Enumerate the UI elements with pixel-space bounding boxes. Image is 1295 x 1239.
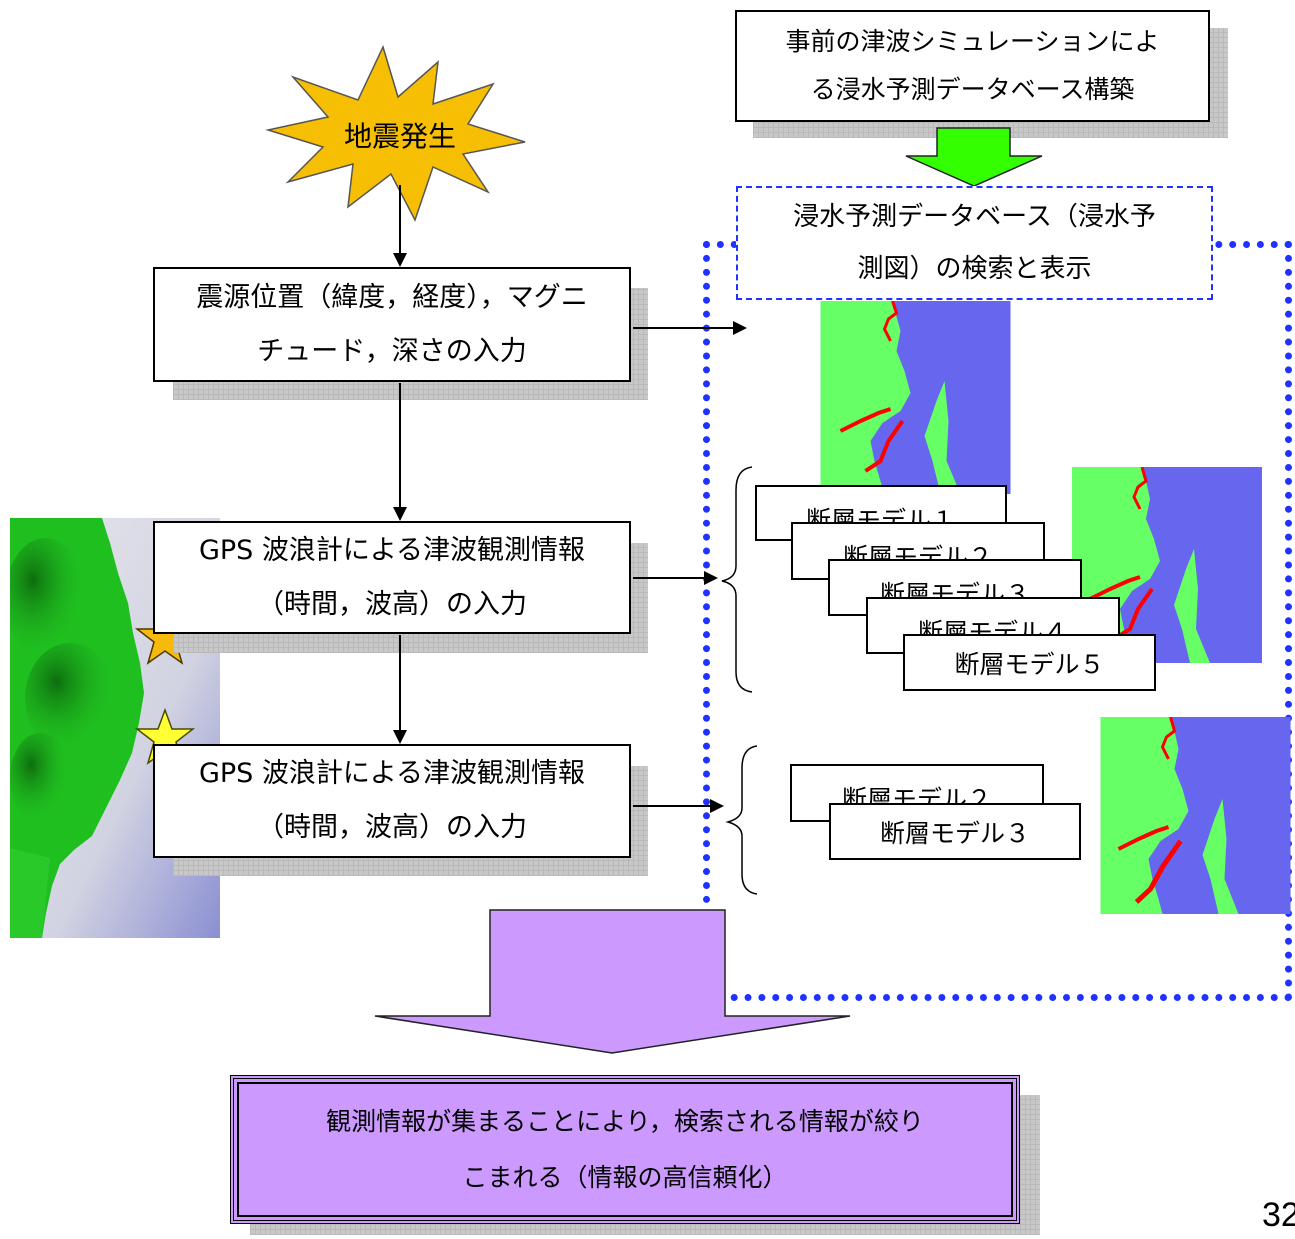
fault-model-3-b: 断層モデル３ xyxy=(829,803,1081,860)
inundation-map-1 xyxy=(820,301,1011,494)
result-down-arrow xyxy=(374,909,851,1054)
database-box-border xyxy=(736,186,1213,300)
step1-box: 震源位置（緯度，経度），マグニ チュード，深さの入力 xyxy=(153,267,631,382)
brace-group1 xyxy=(721,466,753,693)
page-number: 32 xyxy=(1262,1196,1295,1234)
database-box: 浸水予測データベース（浸水予 測図）の検索と表示 xyxy=(793,202,1156,284)
brace-group2 xyxy=(725,745,758,895)
earthquake-label: 地震発生 xyxy=(343,120,456,153)
step3-box: GPS 波浪計による津波観測情報 （時間，波高）の入力 xyxy=(153,744,631,858)
earthquake-burst xyxy=(265,44,526,222)
green-down-arrow xyxy=(905,127,1043,187)
precompute-box: 事前の津波シミュレーションによ る浸水予測データベース構築 xyxy=(735,10,1210,122)
inundation-map-3 xyxy=(1100,717,1291,914)
step2-box: GPS 波浪計による津波観測情報 （時間，波高）の入力 xyxy=(153,521,631,634)
fault-model-5: 断層モデル５ xyxy=(903,634,1156,691)
result-box: 観測情報が集まることにより，検索される情報が絞り こまれる（情報の高信頼化） xyxy=(230,1075,1020,1224)
